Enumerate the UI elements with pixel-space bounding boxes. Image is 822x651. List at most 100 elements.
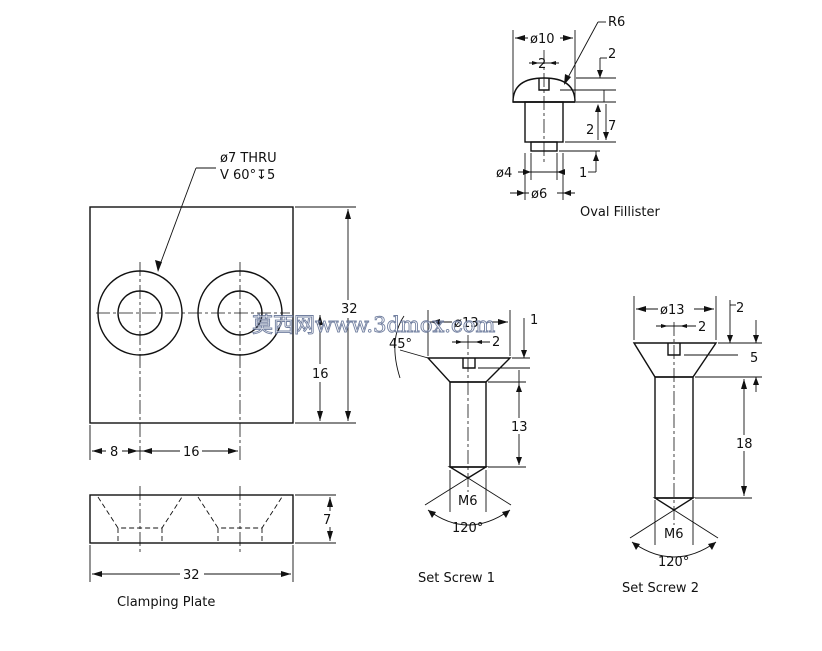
fillister-tip-length: 1 [579,166,587,181]
leader [564,21,599,84]
screw1-point-angle: 120° [452,521,483,536]
arrowhead [564,74,571,85]
arrowhead [281,571,291,577]
arrowhead [563,190,571,196]
dim-text-bg [180,443,202,459]
screw2-thread: M6 [664,527,684,542]
dim-text-bg [529,186,557,201]
dim-text-bg [509,418,531,434]
fillister-head-dia: ø10 [530,32,555,47]
fillister-shank-length: 7 [608,119,616,134]
screw1-slot-depth: 1 [530,313,538,328]
hole-callout-line2: V 60°↧5 [220,168,275,183]
dim-text-bg [658,301,694,316]
dim-text-bg [311,364,329,382]
angle-arc [427,509,511,526]
screw1-head [426,357,512,383]
arrowhead [345,209,351,219]
arrowhead [521,350,527,358]
arrowhead [597,70,603,78]
screw2-head-dia: ø13 [660,303,685,318]
arrowhead [636,306,646,312]
screw2-body-length: 18 [736,437,753,452]
arrowhead [92,571,102,577]
dim-edge-to-hole-label: 8 [110,445,118,460]
screw2-point [652,497,696,511]
arrowhead [557,169,565,175]
arrowhead [708,542,716,550]
fillister-slot-depth: 2 [608,47,616,62]
arrowhead [549,61,556,65]
ext-line [629,509,675,539]
dim-width-label: 32 [183,568,200,583]
watermark-text: 莫西网www.3dmox.com [252,313,495,337]
ext-line [467,477,512,506]
arrowhead [430,319,440,325]
ext-line [673,509,719,539]
clamping-plate-caption: Clamping Plate [117,595,215,610]
set-screw-2: ø13 2 2 5 18 M6 [622,296,762,596]
screw2-head-height: 5 [750,351,758,366]
arrowhead [317,411,323,421]
set-screw-1: ø13 2 1 45° 13 M6 120° Set [389,310,538,586]
arrowhead [632,542,640,550]
arrowhead [523,169,531,175]
plate-front-outline [89,494,294,544]
arrowhead [498,319,508,325]
ext-line [424,477,469,506]
plate-outline [89,206,294,424]
dim-text-bg [662,525,688,541]
arrowhead [516,457,522,465]
dim-text-bg [734,435,756,451]
arrowhead [92,448,102,454]
clamping-plate-top-view: ø7 THRU V 60°↧5 32 16 8 16 [89,151,358,460]
arrowhead [327,531,333,541]
arrowhead [327,497,333,507]
hole-callout-line1: ø7 THRU [220,151,277,166]
arrowhead [753,335,759,343]
fillister-shank-dia: ø6 [531,187,547,202]
arrowhead [517,190,525,196]
arrowhead [704,306,714,312]
arrowhead [228,448,238,454]
dim-text-bg [106,443,122,459]
fillister-tip-dia: ø4 [496,166,512,181]
arrowhead [428,510,436,518]
arrowhead [515,35,525,41]
arrowhead [475,340,482,344]
dim-text-bg [180,566,204,582]
arrowhead [502,510,510,518]
ext-line [399,349,429,359]
clamping-plate-front-view: 7 32 Clamping Plate [89,486,338,610]
fillister-head-height: 2 [586,123,594,138]
set-screw-1-caption: Set Screw 1 [418,571,495,586]
arrowhead [317,315,323,325]
fillister-slot-width: 2 [538,57,546,72]
arrowhead [593,153,599,161]
arrowhead [595,104,601,112]
dim-text-bg [528,30,560,45]
callout-arrowhead [155,260,162,272]
screw2-slot-depth: 2 [736,301,744,316]
arrowhead [741,486,747,496]
dim-hole-height-label: 16 [312,367,329,382]
arrowhead [142,448,152,454]
arrowhead [603,132,609,140]
set-screw-2-caption: Set Screw 2 [622,581,699,596]
screw2-head [632,342,718,378]
callout-leader [157,167,197,271]
dim-text-bg [320,511,338,527]
arrowhead [516,384,522,392]
arrowhead [345,411,351,421]
screw1-body-length: 13 [511,420,528,435]
oval-fillister-caption: Oval Fillister [580,205,660,220]
oval-fillister: ø10 R6 2 2 2 7 1 [496,15,660,220]
dim-text-bg [452,314,488,329]
arrowhead [128,448,138,454]
arrowhead [753,377,759,385]
screw2-point-angle: 120° [658,555,689,570]
screw1-head-dia: ø13 [454,316,479,331]
arrowhead [680,324,687,328]
screw1-angle: 45° [389,337,412,352]
